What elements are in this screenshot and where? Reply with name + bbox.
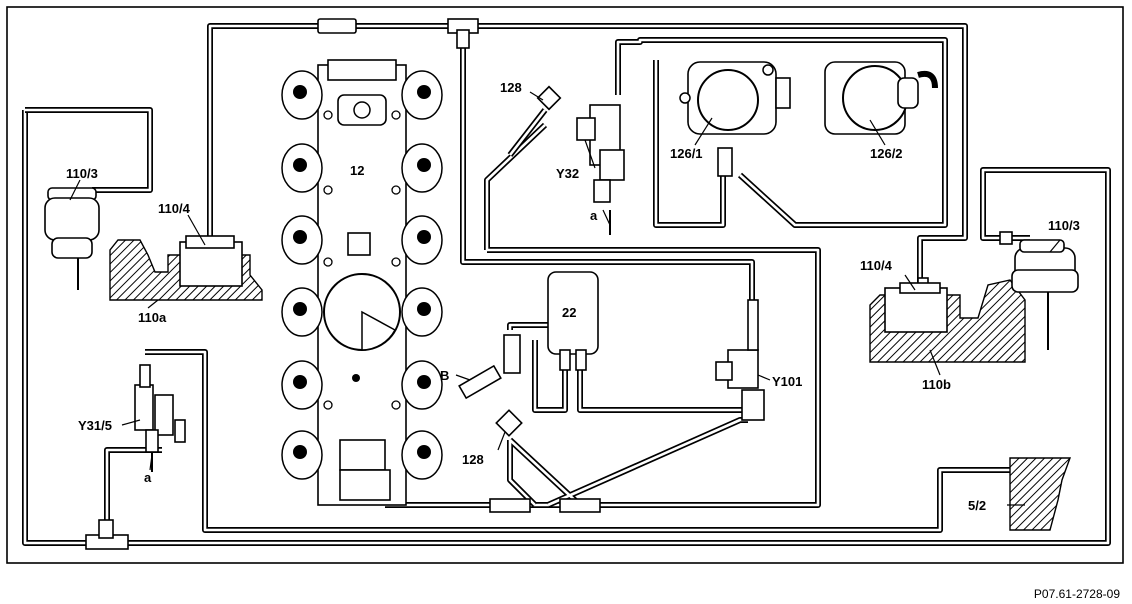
label-110-4-right: 110/4 (860, 258, 893, 273)
label-128-bottom: 128 (462, 452, 484, 467)
label-110-3-right: 110/3 (1048, 218, 1080, 233)
vacuum-unit-110-3-left (44, 187, 263, 301)
connection-b (458, 334, 521, 400)
check-valve-128-bottom (495, 409, 523, 437)
leader-lines (69, 91, 1061, 506)
vacuum-unit-110-3-right (869, 239, 1079, 363)
label-b: B (440, 368, 449, 383)
valve-y31-5 (134, 364, 186, 472)
label-a-left: a (144, 470, 152, 485)
vacuum-pump-126-2 (824, 61, 938, 135)
label-22: 22 (562, 305, 576, 320)
hose-connectors (85, 18, 1013, 550)
reference-code: P07.61-2728-09 (1034, 587, 1120, 601)
label-110-4-left: 110/4 (158, 201, 191, 216)
vacuum-pump-126-1 (679, 61, 791, 177)
label-12: 12 (350, 163, 364, 178)
label-110-3-left: 110/3 (66, 166, 98, 181)
label-y32: Y32 (556, 166, 579, 181)
check-valve-128-top (507, 85, 562, 157)
valve-y32 (576, 104, 625, 235)
vacuum-hoses (22, 23, 1111, 546)
label-110b: 110b (922, 377, 951, 392)
label-a-top: a (590, 208, 598, 223)
component-5-2 (1009, 457, 1071, 531)
label-126-2: 126/2 (870, 146, 903, 161)
label-y101: Y101 (772, 374, 802, 389)
intake-manifold-12 (281, 59, 443, 506)
component-labels: 12 22 110/3 110/4 110a 110/3 110/4 110b … (66, 80, 1080, 513)
label-y31-5: Y31/5 (78, 418, 112, 433)
label-5-2: 5/2 (968, 498, 986, 513)
valve-y101 (715, 299, 765, 421)
label-128-top: 128 (500, 80, 522, 95)
label-110a: 110a (138, 310, 167, 325)
label-126-1: 126/1 (670, 146, 703, 161)
vacuum-reservoir-22 (547, 271, 599, 371)
diagram-frame (6, 6, 1124, 564)
